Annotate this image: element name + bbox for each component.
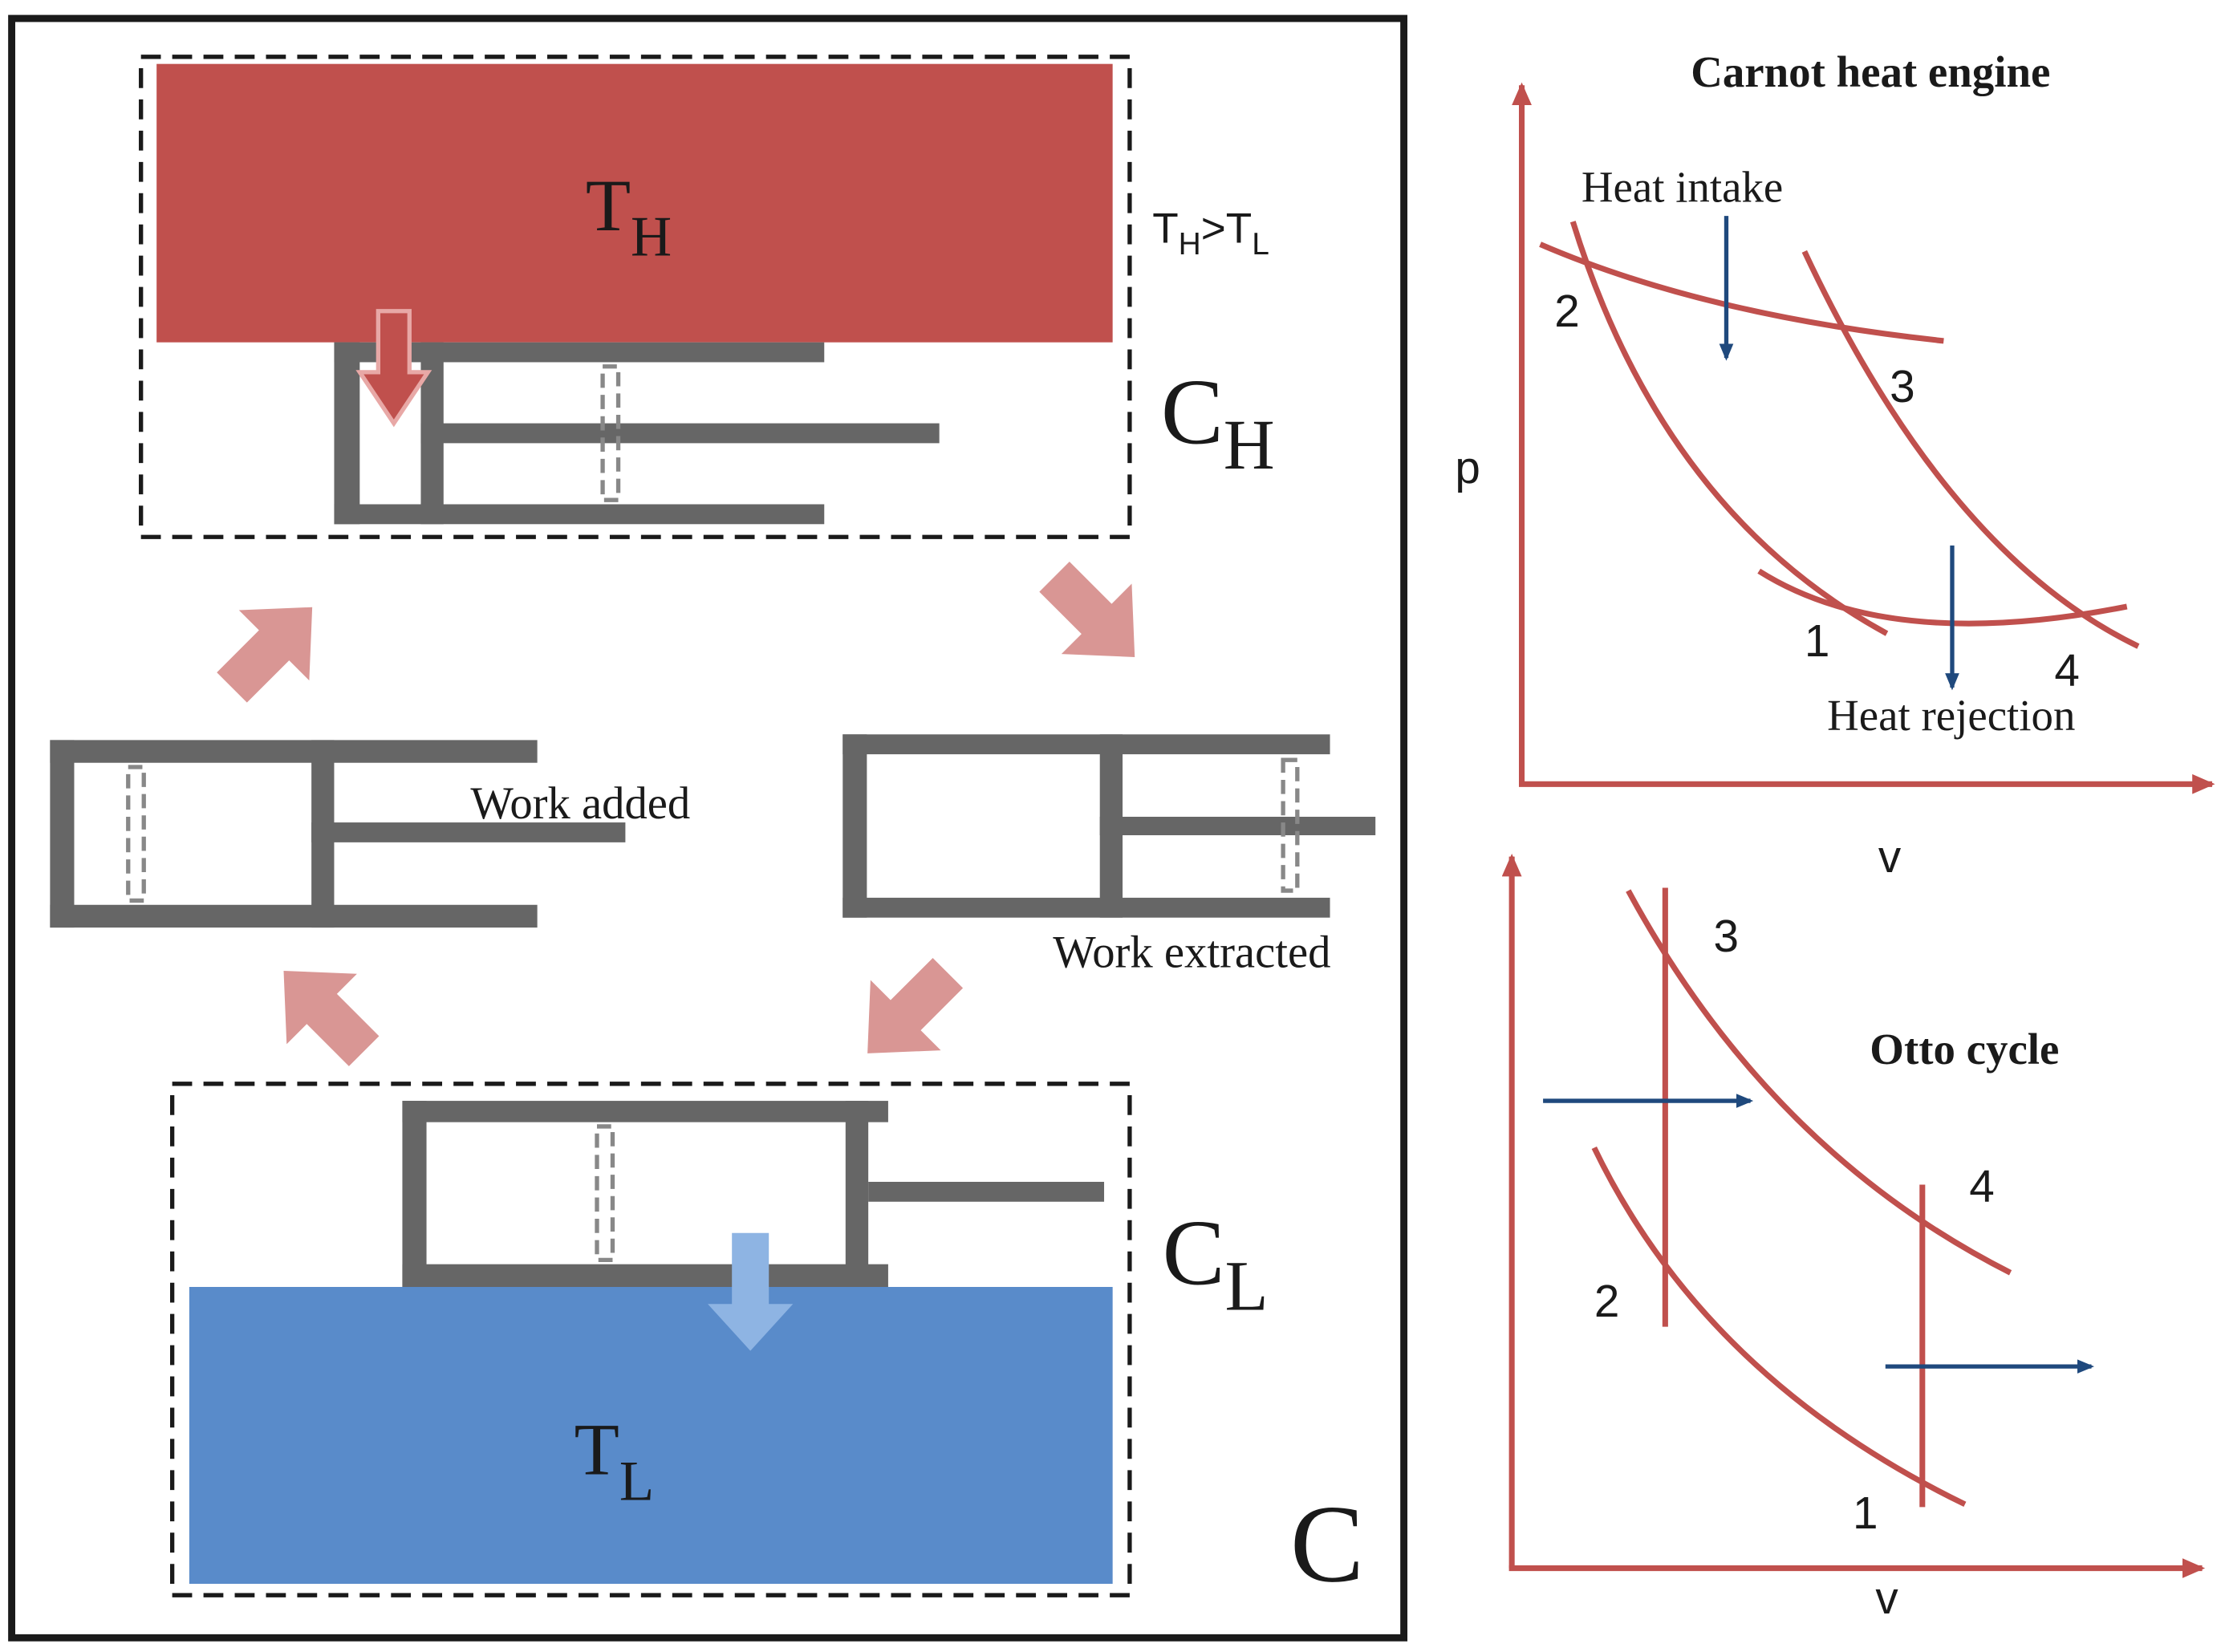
- heat-in-arrow: [355, 309, 432, 428]
- heat-rejection-label: Heat rejection: [1827, 691, 2075, 740]
- otto-x-label: v: [1875, 1573, 1898, 1624]
- otto-title: Otto cycle: [1870, 1025, 2059, 1074]
- work-extracted-ghost-piston: [1281, 757, 1300, 893]
- carnot-point-2: 2: [1554, 286, 1580, 337]
- cycle-arrow-down-left: [867, 957, 964, 1053]
- cold-contact-box: [169, 1082, 1132, 1597]
- hot-cylinder-ghost-piston: [600, 364, 621, 502]
- hot-contact-label: CH: [1161, 360, 1275, 485]
- carnot-diagram: Carnot heat engine p v Heat intake Heat …: [1455, 47, 2215, 883]
- hot-cylinder: [334, 342, 940, 525]
- carnot-title: Carnot heat engine: [1691, 47, 2050, 96]
- carnot-isotherm-cold: [1757, 568, 2128, 627]
- carnot-y-label: p: [1455, 443, 1480, 493]
- cycle-arrow-down-right: [1039, 562, 1135, 657]
- cold-cylinder-ghost-piston: [595, 1124, 615, 1263]
- cycle-label: C: [1290, 1482, 1364, 1605]
- otto-point-1: 1: [1853, 1488, 1878, 1539]
- otto-diagram: Otto cycle v 1 2 3 4: [1501, 854, 2206, 1624]
- otto-point-2: 2: [1594, 1277, 1620, 1327]
- cycle-arrows: [217, 562, 1135, 1066]
- heat-out-arrow: [708, 1232, 794, 1351]
- carnot-point-4: 4: [2054, 646, 2080, 696]
- otto-point-3: 3: [1714, 911, 1740, 962]
- otto-adiabat-lower: [1591, 1146, 1967, 1508]
- cold-cylinder: [402, 1101, 1105, 1288]
- hot-contact-box: [139, 55, 1132, 539]
- cold-contact-label: CL: [1163, 1201, 1269, 1325]
- carnot-adiabat-right: [1801, 250, 2140, 649]
- carnot-x-label: v: [1878, 832, 1902, 883]
- otto-point-4: 4: [1969, 1162, 1995, 1212]
- work-added-label: Work added: [470, 779, 690, 829]
- otto-adiabat-upper: [1626, 889, 2012, 1276]
- hot-reservoir-label: TH: [586, 164, 672, 269]
- cold-reservoir-label: TL: [575, 1409, 654, 1513]
- cycle-panel-frame: [8, 14, 1408, 1642]
- work-extracted-cylinder: [843, 734, 1376, 918]
- hot-reservoir: [156, 63, 1113, 343]
- temperature-relation: TH>TL: [1152, 205, 1269, 262]
- heat-intake-label: Heat intake: [1581, 162, 1783, 211]
- work-added-cylinder: [50, 740, 626, 928]
- work-added-ghost-piston: [126, 765, 146, 903]
- carnot-point-3: 3: [1890, 362, 1915, 412]
- cycle-arrow-up-left: [283, 970, 380, 1066]
- carnot-adiabat-left: [1569, 221, 1889, 636]
- carnot-point-1: 1: [1805, 616, 1830, 667]
- cold-reservoir: [189, 1287, 1113, 1585]
- cycle-arrow-up-right: [217, 607, 313, 703]
- work-extracted-label: Work extracted: [1053, 928, 1330, 978]
